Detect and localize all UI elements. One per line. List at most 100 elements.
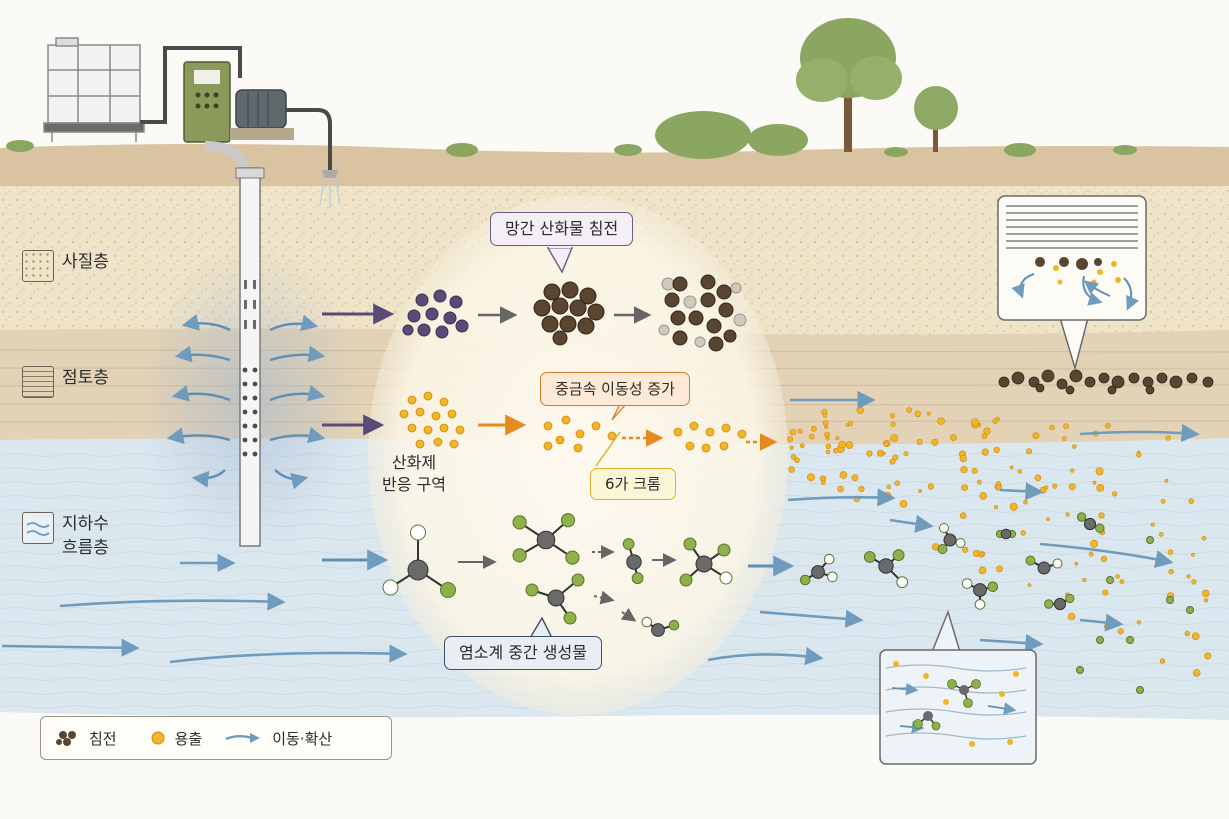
leach-dot	[1074, 561, 1079, 566]
chlorine-atom	[1095, 523, 1105, 533]
carbon-atom	[943, 533, 957, 547]
leach-dot	[838, 440, 846, 449]
leach-dot	[1068, 483, 1076, 491]
leach-dot	[959, 454, 967, 463]
leach-dot	[1095, 467, 1104, 476]
leach-dot	[1017, 469, 1022, 474]
leach-dot	[866, 450, 873, 457]
chlorine-atom	[823, 553, 835, 565]
chlorine-atom	[668, 619, 680, 631]
leach-dot	[926, 411, 931, 416]
leach-dot	[1150, 522, 1155, 527]
precip-icon	[56, 731, 76, 746]
leach-dot	[1046, 517, 1050, 522]
chlorine-atom	[571, 573, 585, 587]
carbon-atom	[651, 623, 665, 637]
leach-dot	[789, 429, 797, 436]
chlorine-atom	[631, 572, 644, 585]
chlorine-atom	[939, 523, 949, 533]
chlorine-atom	[937, 544, 948, 554]
layer-key-sand: 사질층	[22, 250, 109, 282]
chlorine-atom	[1076, 512, 1087, 522]
chlorine-atom	[1044, 599, 1054, 609]
leach-dot	[1049, 424, 1055, 431]
control-panel	[183, 61, 231, 143]
leach-dot-icon	[151, 731, 165, 745]
leach-dot	[1088, 551, 1094, 557]
layer-key-clay: 점토층	[22, 366, 109, 398]
leach-dot	[1159, 658, 1166, 664]
chlorine-atom	[1186, 606, 1194, 614]
leach-dot	[971, 467, 978, 474]
leach-dot	[962, 546, 969, 553]
legend-label-leach: 용출	[174, 729, 203, 748]
leach-dot	[972, 549, 980, 557]
leach-dot	[890, 434, 899, 443]
mn-oxide-cluster	[533, 281, 605, 346]
leach-dot	[789, 445, 794, 450]
groundwater-flow-arrows	[1, 390, 1200, 666]
clay-icon	[22, 366, 54, 398]
inset-groundwater-detail	[879, 609, 1037, 765]
layer-label-groundwater: 지하수 흐름층	[62, 514, 109, 558]
chlorine-atom	[1052, 558, 1063, 569]
leach-dot	[931, 438, 939, 446]
pump	[230, 89, 294, 140]
leach-dot	[808, 433, 815, 440]
injection-well	[235, 167, 265, 547]
leach-dot	[1034, 474, 1042, 482]
chlorine-atom	[641, 616, 653, 628]
leach-dot	[1072, 444, 1077, 449]
leach-dot	[788, 466, 795, 473]
leach-dot	[979, 492, 988, 500]
leach-dot	[1203, 598, 1209, 603]
leach-dot	[1009, 502, 1018, 511]
leach-dot	[1103, 623, 1110, 630]
leach-dot	[1111, 491, 1118, 497]
chlorine-atom	[563, 611, 577, 625]
chlorine-atom	[1096, 636, 1104, 644]
carbon-atom	[878, 558, 894, 574]
clogged-pore	[658, 274, 747, 352]
legend-item-migrate: 이동·확산	[224, 728, 332, 749]
leach-dot	[937, 417, 945, 425]
chlorine-atom	[799, 574, 811, 586]
injection-flow-arrows	[166, 314, 326, 490]
leach-dot	[806, 473, 815, 482]
flow-arrow-icon	[225, 733, 261, 743]
chlorine-atom	[410, 524, 426, 541]
leach-dot	[1098, 512, 1105, 519]
leach-dot	[1136, 452, 1142, 458]
leach-dot	[821, 480, 826, 485]
chlorine-atom	[1146, 536, 1154, 544]
carbon-atom	[1037, 561, 1051, 575]
chlorine-atom	[1106, 576, 1114, 584]
chlorine-atom	[896, 576, 909, 589]
chlorine-atom	[1166, 596, 1174, 604]
chlorine-atom	[1126, 636, 1134, 644]
leach-dot	[858, 485, 865, 493]
chlorine-atom	[560, 513, 576, 528]
leach-dot	[885, 491, 891, 497]
tree-large	[796, 18, 902, 152]
leach-dot	[1044, 485, 1049, 490]
leach-dot	[851, 474, 859, 482]
leach-dot	[1191, 579, 1197, 585]
reaction-zone-label: 산화제 반응 구역	[382, 453, 446, 494]
leach-dot	[787, 436, 793, 443]
leach-dot	[970, 418, 979, 427]
leach-dot	[824, 431, 830, 438]
chlorine-atom	[719, 571, 733, 585]
leach-dot	[918, 489, 923, 493]
ibc-tank	[43, 37, 145, 142]
leach-dot	[1063, 423, 1069, 430]
leach-dot	[1032, 432, 1040, 440]
leach-dot	[825, 443, 832, 449]
leach-dot	[845, 441, 854, 449]
leach-dot	[992, 418, 998, 424]
leach-dot	[1096, 483, 1105, 492]
wave-icon	[22, 512, 54, 544]
legend-item-precip: 침전	[55, 728, 117, 749]
chlorine-atom	[717, 543, 731, 557]
